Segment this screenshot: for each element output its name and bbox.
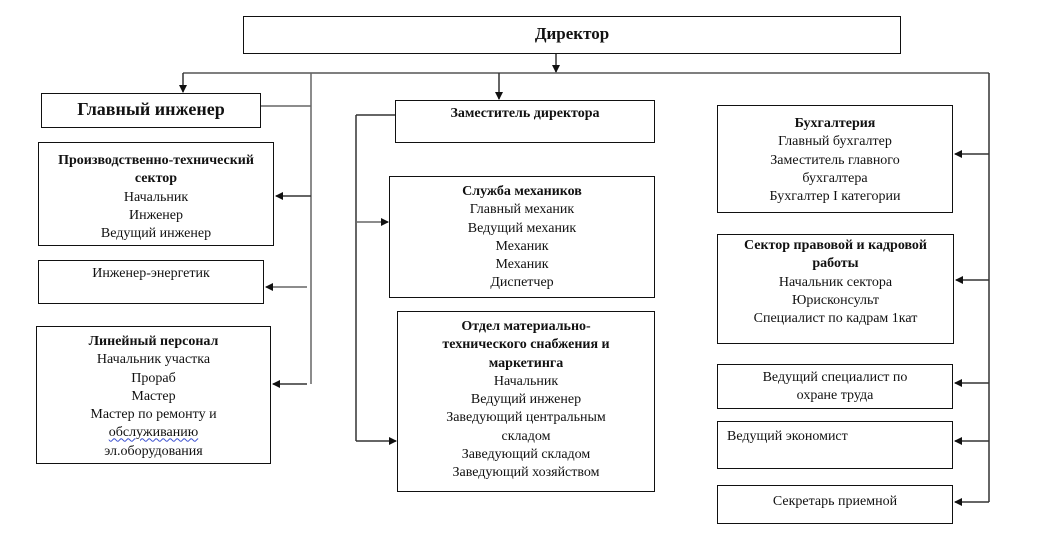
unit-item: Начальник: [493, 373, 559, 389]
unit-item: складом: [501, 428, 551, 444]
unit-item: Заместитель главного: [770, 152, 900, 168]
unit-title: Секретарь приемной: [772, 494, 898, 509]
accounting-box: Бухгалтерия Главный бухгалтер Заместител…: [717, 105, 953, 213]
unit-title: Линейный персонал: [88, 334, 219, 349]
unit-title: Инженер-энергетик: [92, 266, 210, 281]
unit-item: Мастер по ремонту и: [90, 407, 217, 423]
unit-title: Отдел материально-технического снабжения…: [442, 319, 610, 371]
power-engineer-box: Инженер-энергетик: [38, 260, 264, 304]
production-technical-sector-box: Производственно-технический сектор Начал…: [38, 142, 274, 246]
lead-economist-box: Ведущий экономист: [717, 421, 953, 469]
unit-item: Механик: [495, 238, 549, 254]
unit-item: Инженер: [128, 207, 183, 223]
chief-engineer-box: Главный инженер: [41, 93, 261, 128]
supply-marketing-dept-box: Отдел материально-технического снабжения…: [397, 311, 655, 492]
unit-item: Мастер: [131, 388, 176, 404]
unit-title: Служба механиков: [462, 184, 582, 199]
unit-title: Ведущий экономист: [727, 429, 848, 444]
labor-safety-specialist-box: Ведущий специалист по охране труда: [717, 364, 953, 409]
unit-item: Диспетчер: [490, 275, 554, 291]
unit-item: Бухгалтер I категории: [769, 189, 901, 205]
mechanics-service-box: Служба механиков Главный механик Ведущий…: [389, 176, 655, 298]
unit-item: Главный механик: [469, 202, 575, 218]
unit-item: Начальник: [123, 189, 189, 205]
unit-item: бухгалтера: [802, 170, 868, 186]
unit-item: Заведующий хозяйством: [452, 465, 600, 481]
unit-item: Начальник участка: [96, 352, 211, 368]
unit-title: Бухгалтерия: [794, 116, 876, 131]
unit-item: Главный бухгалтер: [778, 134, 892, 150]
unit-item: Юрисконсульт: [791, 292, 880, 308]
unit-item: Ведущий инженер: [100, 226, 212, 242]
unit-item: Ведущий инженер: [470, 392, 582, 408]
unit-item: Ведущий механик: [467, 220, 577, 236]
unit-title: Ведущий специалист по охране труда: [762, 370, 908, 404]
unit-item: Заведующий складом: [461, 447, 591, 463]
linear-staff-box: Линейный персонал Начальник участка Прор…: [36, 326, 271, 464]
director-title: Директор: [534, 24, 610, 43]
unit-item: Прораб: [131, 370, 176, 386]
unit-item: Механик: [495, 257, 549, 273]
reception-secretary-box: Секретарь приемной: [717, 485, 953, 524]
deputy-director-box: Заместитель директора: [395, 100, 655, 143]
unit-title: Производственно-технический сектор: [58, 153, 254, 187]
unit-item: обслуживанию: [108, 425, 199, 441]
unit-item: Специалист по кадрам 1кат: [753, 311, 918, 327]
unit-title: Сектор правовой и кадровой работы: [743, 238, 927, 272]
unit-item: эл.оборудования: [104, 443, 203, 459]
unit-item: Заведующий центральным: [446, 410, 606, 426]
legal-hr-sector-box: Сектор правовой и кадровой работы Началь…: [717, 234, 954, 344]
unit-item: Начальник сектора: [778, 274, 893, 290]
chief-engineer-title: Главный инженер: [77, 99, 225, 119]
director-box: Директор: [243, 16, 901, 54]
deputy-director-title: Заместитель директора: [450, 106, 600, 121]
